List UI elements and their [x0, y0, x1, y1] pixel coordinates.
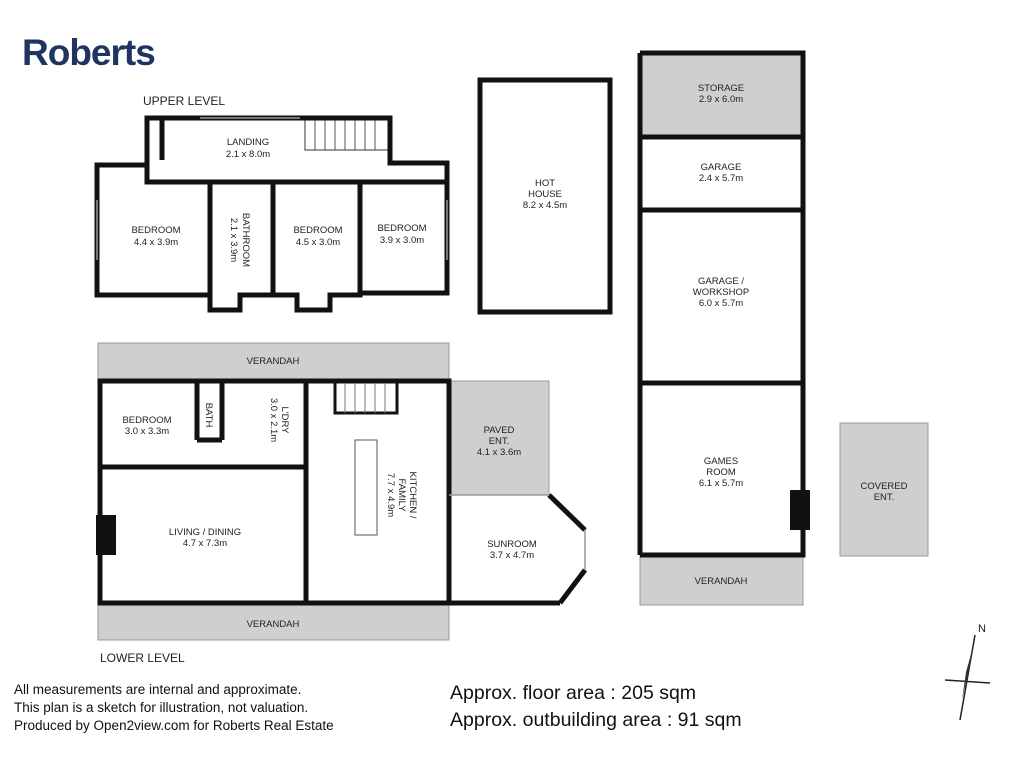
room-verandah-top: VERANDAH — [247, 356, 300, 367]
floor-area: Approx. floor area : 205 sqm — [450, 682, 697, 704]
room-verandah-bottom: VERANDAH — [247, 619, 300, 630]
room-outbuilding-verandah: VERANDAH — [695, 576, 748, 587]
room-kitchen-family: KITCHEN /FAMILY7.7 x 4.9m — [385, 472, 418, 519]
lower-level-label: LOWER LEVEL — [100, 651, 185, 665]
note-line: This plan is a sketch for illustration, … — [14, 700, 309, 715]
roberts-logo: Roberts — [22, 32, 156, 73]
stairs — [333, 381, 399, 415]
compass-icon: N — [944, 623, 991, 721]
disclaimer-notes: All measurements are internal and approx… — [14, 681, 334, 735]
upper-level-label: UPPER LEVEL — [143, 94, 225, 108]
room-laundry: L'DRY3.0 x 2.1m — [268, 398, 290, 442]
stairs — [304, 117, 391, 151]
compass-north-label: N — [978, 623, 986, 635]
note-line: All measurements are internal and approx… — [14, 682, 302, 697]
note-line: Produced by Open2view.com for Roberts Re… — [14, 718, 334, 733]
room-bath: BATH — [203, 403, 214, 428]
area-summary: Approx. floor area : 205 sqm Approx. out… — [450, 680, 742, 734]
room-bathroom: BATHROOM2.1 x 3.9m — [228, 213, 251, 267]
outbuilding-area: Approx. outbuilding area : 91 sqm — [450, 709, 742, 731]
